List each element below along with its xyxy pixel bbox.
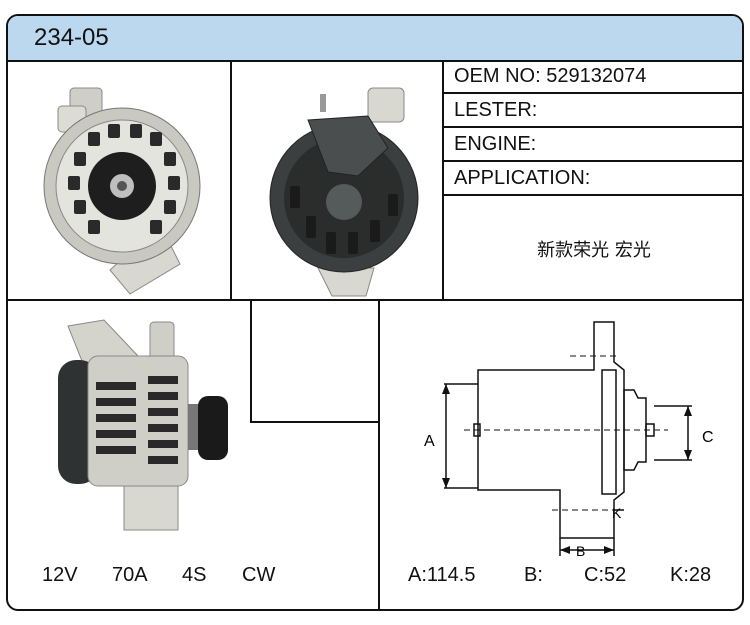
diagram-label-b: B [576, 543, 585, 559]
engine-label: ENGINE: [454, 133, 537, 155]
part-code: 234-05 [34, 24, 109, 51]
oem-row: OEM NO: 529132074 [444, 60, 742, 94]
alternator-side-image [58, 319, 228, 531]
divider [8, 299, 742, 301]
oem-number: OEM NO: 529132074 [454, 65, 647, 87]
lester-row: LESTER: [444, 94, 742, 128]
header-bar: 234-05 [8, 16, 742, 62]
spec-pulley: 4S [182, 564, 207, 586]
dimension-k: K:28 [670, 564, 712, 586]
alternator-front-image [43, 87, 201, 295]
dimension-b: B: [524, 564, 543, 586]
application-label: APPLICATION: [454, 167, 591, 189]
diagram-label-a: A [424, 433, 435, 450]
dimension-diagram: A C B K [424, 321, 714, 559]
lester-label: LESTER: [454, 99, 538, 121]
diagram-label-k: K [612, 505, 622, 521]
diagram-label-c: C [702, 429, 714, 446]
dimension-c: C:52 [584, 564, 627, 586]
spec-amperage: 70A [112, 564, 148, 586]
divider [250, 299, 252, 423]
divider [230, 60, 232, 300]
application-value: 新款荣光 宏光 [537, 240, 651, 261]
product-card: 234-05 OEM NO: 529132074 LESTER: ENGINE:… [6, 14, 744, 611]
divider [250, 421, 380, 423]
dimension-a: A:114.5 [408, 564, 476, 586]
alternator-rear-image [269, 87, 419, 297]
spec-voltage: 12V [42, 564, 78, 586]
application-row: APPLICATION: [444, 162, 742, 196]
engine-row: ENGINE: [444, 128, 742, 162]
divider [378, 299, 380, 609]
divider [442, 60, 444, 300]
spec-rotation: CW [242, 564, 276, 586]
